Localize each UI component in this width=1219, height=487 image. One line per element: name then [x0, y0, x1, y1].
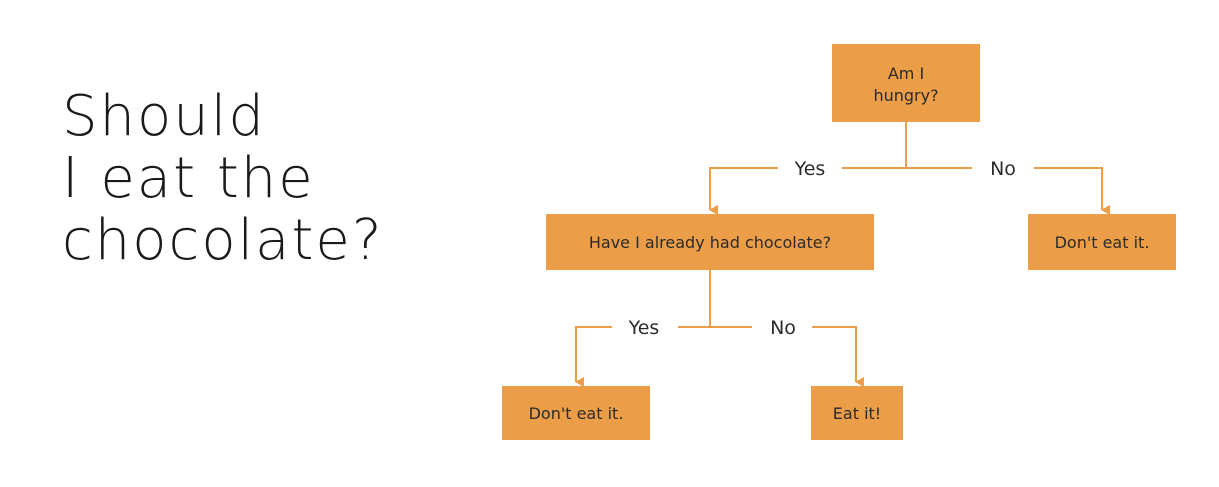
node-not-hungry-dont-eat-box — [1028, 214, 1176, 270]
title-line-3: chocolate? — [62, 208, 384, 273]
node-eat-it-box — [811, 386, 903, 440]
edge-label-hungry-yes: Yes — [794, 158, 826, 180]
node-not-hungry-dont-eat-label: Don't eat it. — [1055, 233, 1150, 252]
connector-had-no — [710, 326, 856, 382]
node-had-chocolate: Have I already had chocolate? — [546, 214, 874, 270]
edge-label-had-no: No — [770, 317, 796, 339]
node-eat-it: Eat it! — [811, 386, 903, 440]
connector-had-yes — [576, 326, 710, 382]
node-am-i-hungry: Am I hungry? — [832, 44, 980, 122]
connectors — [576, 122, 1102, 382]
title-line-2: I eat the — [62, 146, 315, 211]
node-already-had-dont-eat-label: Don't eat it. — [529, 404, 624, 423]
node-am-i-hungry-box — [832, 44, 980, 122]
node-am-i-hungry-line-1: Am I — [888, 64, 924, 83]
node-had-chocolate-label: Have I already had chocolate? — [589, 233, 831, 252]
node-not-hungry-dont-eat: Don't eat it. — [1028, 214, 1176, 270]
connector-hungry-yes — [710, 167, 906, 210]
title-line-1: Should — [62, 84, 266, 149]
node-am-i-hungry-line-2: hungry? — [873, 86, 938, 105]
edge-label-hungry-no: No — [990, 158, 1016, 180]
page-title: Should I eat the chocolate? — [62, 86, 384, 272]
node-had-chocolate-box — [546, 214, 874, 270]
node-already-had-dont-eat: Don't eat it. — [502, 386, 650, 440]
node-already-had-dont-eat-box — [502, 386, 650, 440]
node-eat-it-label: Eat it! — [833, 404, 881, 423]
connector-hungry-no — [906, 167, 1102, 210]
edge-label-had-yes: Yes — [628, 317, 660, 339]
